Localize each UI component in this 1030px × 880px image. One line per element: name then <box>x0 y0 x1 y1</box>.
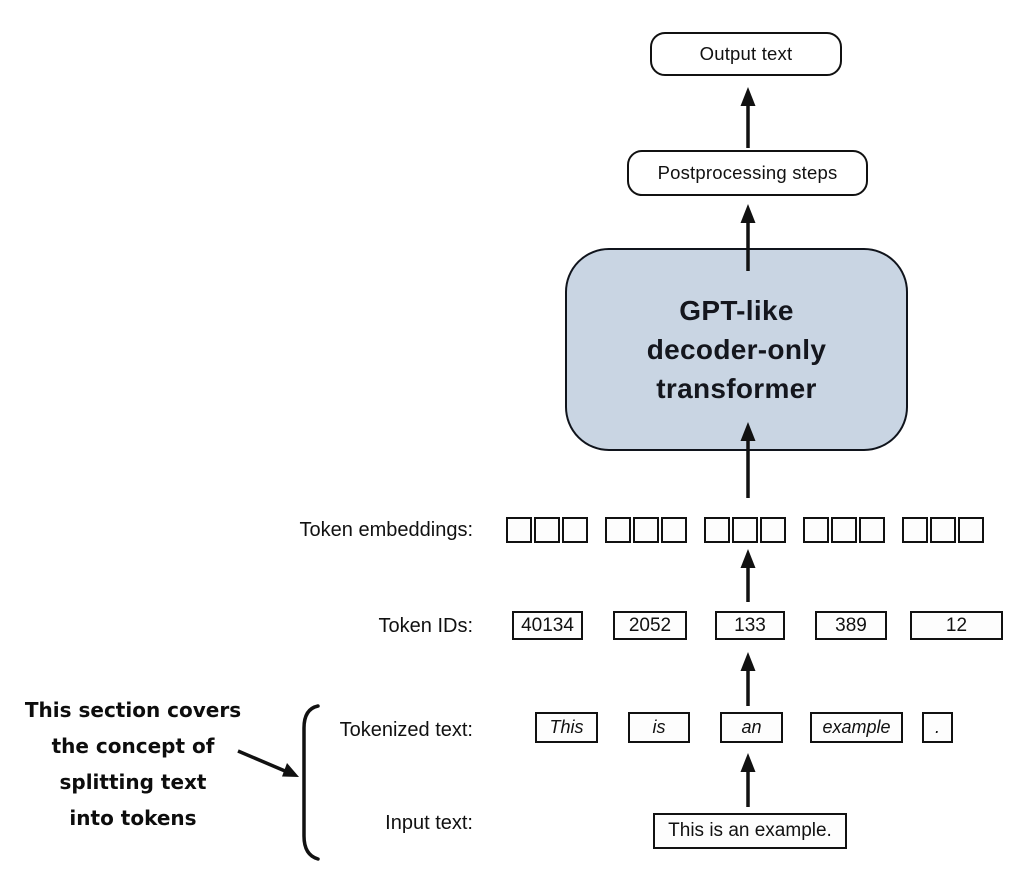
input-text-label: Input text: <box>385 812 473 834</box>
token-box: an <box>720 712 783 743</box>
embedding-cell <box>661 517 687 543</box>
arrow-input-to-tokenized <box>740 753 756 807</box>
embedding-cell <box>930 517 956 543</box>
embedding-cell <box>562 517 588 543</box>
output-text-box: Output text <box>650 32 842 76</box>
arrow-tokenized-to-tokenids <box>740 652 756 706</box>
section-annotation: This section covers the concept of split… <box>24 698 242 830</box>
embedding-cell <box>958 517 984 543</box>
input-text-value: This is an example. <box>668 820 832 841</box>
embedding-cell <box>859 517 885 543</box>
embedding-group <box>704 517 786 543</box>
embedding-cell <box>732 517 758 543</box>
postprocessing-steps-box: Postprocessing steps <box>627 150 868 196</box>
output-text-label: Output text <box>699 43 793 64</box>
tokenized-text-label: Tokenized text: <box>339 719 473 741</box>
embedding-cell <box>605 517 631 543</box>
embedding-cell <box>506 517 532 543</box>
postprocessing-steps-label: Postprocessing steps <box>657 162 838 183</box>
embedding-cell <box>704 517 730 543</box>
token-embeddings-row <box>506 517 984 543</box>
arrow-postprocessing-to-output <box>740 87 756 148</box>
token-box: is <box>628 712 690 743</box>
embedding-cell <box>831 517 857 543</box>
token-box: . <box>922 712 953 743</box>
token-box: This <box>535 712 598 743</box>
transformer-box: GPT-like decoder-only transformer <box>565 248 908 451</box>
arrow-tokenids-to-embeddings <box>740 549 756 602</box>
embedding-group <box>803 517 885 543</box>
token-box: example <box>810 712 903 743</box>
embedding-cell <box>803 517 829 543</box>
embedding-cell <box>633 517 659 543</box>
embedding-group <box>605 517 687 543</box>
token-id-box: 389 <box>815 611 887 640</box>
embedding-group <box>506 517 588 543</box>
token-id-box: 133 <box>715 611 785 640</box>
embedding-cell <box>902 517 928 543</box>
token-id-box: 12 <box>910 611 1003 640</box>
token-id-box: 2052 <box>613 611 687 640</box>
embedding-group <box>902 517 984 543</box>
token-ids-label: Token IDs: <box>378 615 473 637</box>
embedding-cell <box>534 517 560 543</box>
embedding-cell <box>760 517 786 543</box>
input-text-box: This is an example. <box>653 813 847 849</box>
token-embeddings-label: Token embeddings: <box>299 519 473 541</box>
token-id-box: 40134 <box>512 611 583 640</box>
